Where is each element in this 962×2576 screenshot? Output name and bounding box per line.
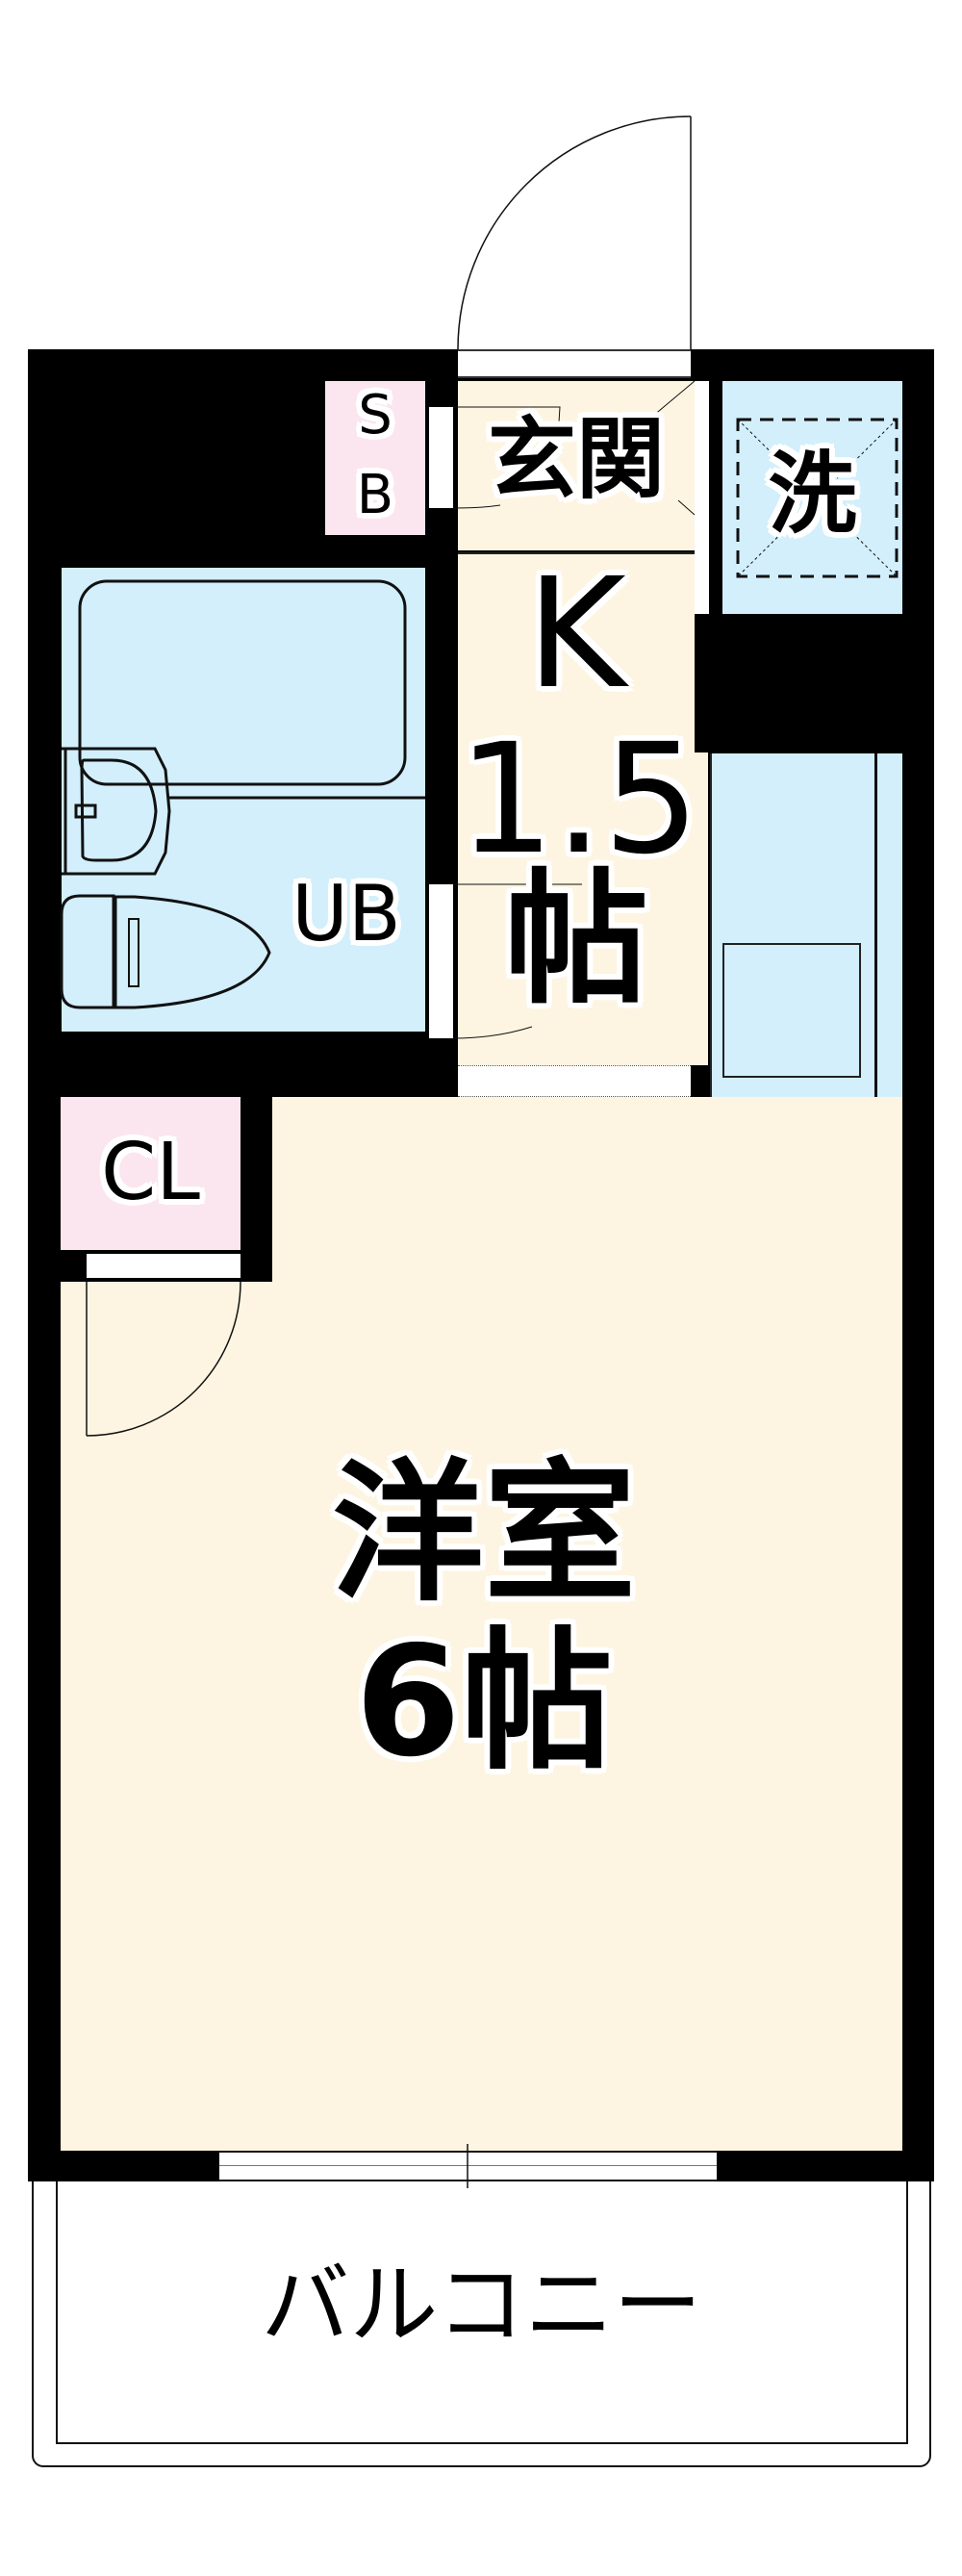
kitchen-label: K xyxy=(526,546,626,723)
kitchen-room-doorway xyxy=(458,1065,691,1097)
sink-icon xyxy=(722,943,861,1078)
unit-bath xyxy=(62,568,425,1032)
entry-door-opening xyxy=(458,349,691,378)
window-rail xyxy=(219,2165,717,2166)
balcony-label: バルコニー xyxy=(261,2254,702,2357)
closet-label: CL xyxy=(101,1127,200,1218)
shoe-box-label-s: S xyxy=(358,384,392,446)
washer-door[interactable] xyxy=(695,381,709,614)
washer-label: 洗 xyxy=(768,443,857,546)
shoe-box-label-b: B xyxy=(356,464,394,526)
balcony-outer xyxy=(32,2181,931,2467)
western-room-floor-upper xyxy=(272,1097,902,1282)
balcony-window[interactable] xyxy=(219,2151,717,2181)
kitchen-floor xyxy=(458,552,695,754)
counter-divider xyxy=(874,753,877,1097)
balcony-inner xyxy=(56,2181,908,2444)
closet xyxy=(61,1097,240,1250)
unit-bath-label: UB xyxy=(291,869,401,958)
entrance-label: 玄関 xyxy=(487,408,665,511)
closet-door[interactable] xyxy=(87,1254,240,1278)
western-room-label: 洋室 xyxy=(332,1445,636,1622)
shoe-box xyxy=(325,381,425,535)
shoe-box-door[interactable] xyxy=(429,407,453,508)
kitchen-counter xyxy=(710,753,902,1097)
kitchen-size-value: 1.5 xyxy=(458,711,700,888)
western-room-size: 6帖 xyxy=(355,1614,613,1791)
unit-bath-door[interactable] xyxy=(429,884,453,1038)
entry-door-swing-icon xyxy=(457,115,692,350)
kitchen-size-unit: 帖 xyxy=(503,856,648,1024)
